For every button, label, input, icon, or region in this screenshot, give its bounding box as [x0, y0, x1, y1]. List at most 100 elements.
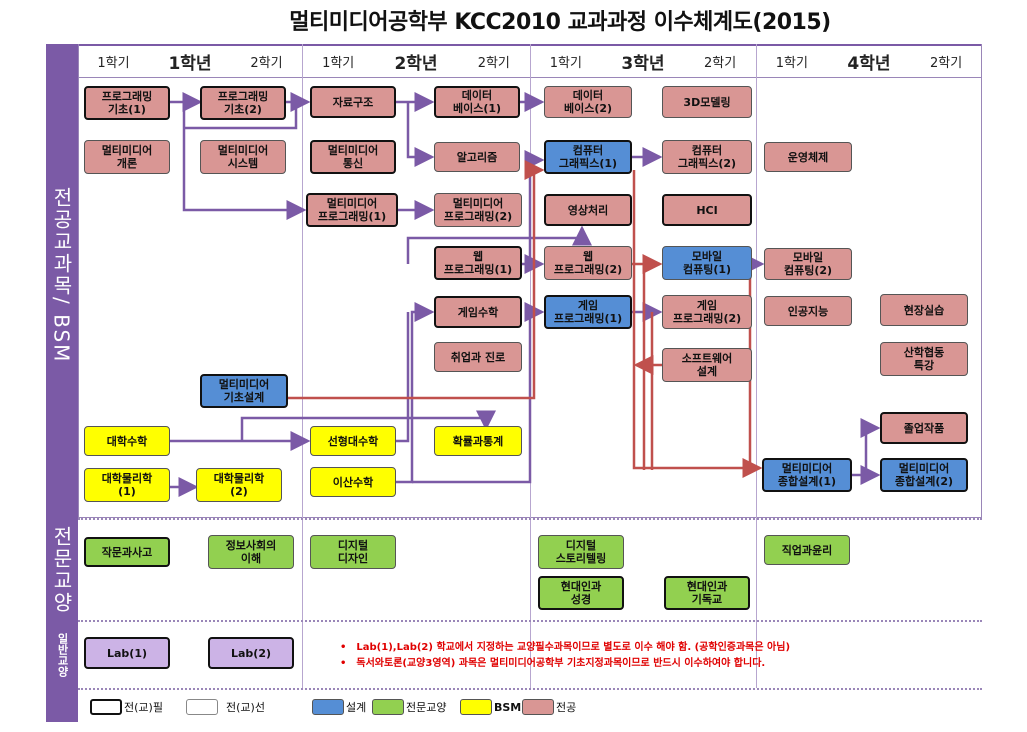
year-header-1: 1학기 1학년 2학기: [78, 46, 302, 76]
legend-swatch-bsm: [460, 699, 492, 715]
course-box-mm-system: 멀티미디어 시스템: [200, 140, 286, 174]
course-box-ethics: 직업과윤리: [764, 535, 850, 565]
course-box-digital-design: 디지털 디자인: [310, 535, 396, 569]
course-box-physics2: 대학물리학 (2): [196, 468, 282, 502]
course-box-storytelling: 디지털 스토리텔링: [538, 535, 624, 569]
course-box-prog2: 프로그래밍 기초(2): [200, 86, 286, 120]
course-box-game-prog1: 게임 프로그래밍(1): [544, 295, 632, 329]
year-header-3: 1학기 3학년 2학기: [530, 46, 756, 76]
course-box-modern-christ: 현대인과 기독교: [664, 576, 750, 610]
course-box-discrete: 이산수학: [310, 467, 396, 497]
course-box-algorithm: 알고리즘: [434, 142, 520, 172]
semester-label: 2학기: [704, 55, 737, 71]
course-box-mobile1: 모바일 컴퓨팅(1): [662, 246, 752, 280]
course-box-os: 운영체제: [764, 142, 852, 172]
legend-bsm: BSM: [460, 698, 521, 716]
legend-label: 전공: [556, 701, 577, 714]
course-box-ai: 인공지능: [764, 296, 852, 326]
arrow-red-to-design1: [632, 170, 763, 478]
course-box-lab1: Lab(1): [84, 637, 170, 669]
legend-swatch-liberal: [372, 699, 404, 715]
course-box-mm-design1: 멀티미디어 종합설계(1): [762, 458, 852, 492]
course-box-mm-prog1: 멀티미디어 프로그래밍(1): [306, 193, 398, 227]
course-box-career: 취업과 진로: [434, 342, 522, 372]
legend-major: 전공: [522, 698, 576, 716]
arrow-prog1-mmprog1: [182, 102, 307, 220]
arrow-red-design-cg: [288, 160, 545, 400]
arrow-to-grad: [860, 418, 881, 475]
course-box-modern-faith: 현대인과 성경: [538, 576, 624, 610]
course-box-calculus: 대학수학: [84, 426, 170, 456]
notes: • Lab(1),Lab(2) 학교에서 지정하는 교양필수과목이므로 별도로 이…: [340, 640, 790, 672]
arrow-to-cg1: [524, 150, 545, 264]
note-item: • Lab(1),Lab(2) 학교에서 지정하는 교양필수과목이므로 별도로 이…: [340, 640, 790, 656]
section-label-general: 일반교양: [56, 633, 69, 677]
section-sidebar: [46, 44, 78, 722]
course-box-game-prog2: 게임 프로그래밍(2): [662, 295, 752, 329]
section-label-liberal: 전문교양: [49, 526, 74, 614]
note-bullet: •: [340, 642, 347, 653]
note-text: Lab(1),Lab(2) 학교에서 지정하는 교양필수과목이므로 별도로 이수…: [356, 642, 791, 653]
course-box-db2: 데이터 베이스(2): [544, 86, 632, 118]
legend-liberal: 전문교양: [372, 698, 446, 716]
legend-label: 전문교양: [406, 701, 447, 714]
course-box-sw-design: 소프트웨어 설계: [662, 348, 752, 382]
section-label-major: 전공교과목/ BSM: [49, 186, 74, 364]
section-divider-1: [78, 518, 982, 520]
course-box-mm-intro: 멀티미디어 개론: [84, 140, 170, 174]
year-label: 2학년: [394, 53, 438, 74]
course-box-field: 현장실습: [880, 294, 968, 326]
section-divider-3: [78, 688, 982, 690]
course-box-mobile2: 모바일 컴퓨팅(2): [764, 248, 852, 280]
legend-required: 전(교)필: [90, 698, 163, 716]
course-box-mm-design2: 멀티미디어 종합설계(2): [880, 458, 968, 492]
arrow-calc-prob: [240, 410, 496, 441]
legend-label: 설계: [346, 701, 367, 714]
note-text: 독서와토론(교양3영역) 과목은 멀티미디어공학부 기초지정과목이므로 반드시 …: [356, 658, 766, 669]
legend-design: 설계: [312, 698, 366, 716]
legend-label: 전(교)선: [226, 701, 265, 714]
course-box-industry: 산학협동 특강: [880, 342, 968, 376]
note-bullet: •: [340, 658, 347, 669]
year-label: 4학년: [847, 53, 891, 74]
year-divider-3: [756, 44, 757, 688]
course-box-grad-project: 졸업작품: [880, 412, 968, 444]
semester-label: 1학기: [549, 55, 582, 71]
course-box-info-society: 정보사회의 이해: [208, 535, 294, 569]
page-title: 멀티미디어공학부 KCC2010 교과과정 이수체계도(2015): [289, 10, 831, 35]
course-box-web1: 웹 프로그래밍(1): [434, 246, 522, 280]
course-box-writing: 작문과사고: [84, 537, 170, 567]
arrow-to-image: [406, 225, 592, 264]
semester-label: 1학기: [775, 55, 808, 71]
course-box-mm-comm: 멀티미디어 통신: [310, 140, 396, 174]
note-item: • 독서와토론(교양3영역) 과목은 멀티미디어공학부 기초지정과목이므로 반드시…: [340, 656, 790, 672]
legend-label: 전(교)필: [124, 701, 163, 714]
year-divider-1: [302, 44, 303, 688]
course-box-physics1: 대학물리학 (1): [84, 468, 170, 502]
section-divider-2: [78, 620, 982, 622]
semester-label: 2학기: [477, 55, 510, 71]
course-box-cg1: 컴퓨터 그래픽스(1): [544, 140, 632, 174]
course-box-prog1: 프로그래밍 기초(1): [84, 86, 170, 120]
course-box-image-proc: 영상처리: [544, 194, 632, 226]
course-box-linear-alg: 선형대수학: [310, 426, 396, 456]
course-box-data-struct: 자료구조: [310, 86, 396, 118]
arrow-datastruct-algo: [406, 102, 435, 167]
semester-label: 1학기: [97, 55, 130, 71]
year-header-2: 1학기 2학년 2학기: [302, 46, 530, 76]
course-box-mm-basic-design: 멀티미디어 기초설계: [200, 374, 288, 408]
arrow-prog1-datastruct: [184, 104, 298, 130]
course-box-game-math: 게임수학: [434, 296, 522, 328]
semester-label: 2학기: [250, 55, 283, 71]
legend-label: BSM: [494, 700, 522, 714]
legend-swatch-elective: [186, 699, 218, 715]
course-box-web2: 웹 프로그래밍(2): [544, 246, 632, 280]
legend-swatch-major: [522, 699, 554, 715]
legend-swatch-required: [90, 699, 122, 715]
legend-swatch-design: [312, 699, 344, 715]
course-box-prob-stat: 확률과통계: [434, 426, 522, 456]
course-box-cg2: 컴퓨터 그래픽스(2): [662, 140, 752, 174]
semester-label: 1학기: [322, 55, 355, 71]
year-label: 3학년: [621, 53, 665, 74]
